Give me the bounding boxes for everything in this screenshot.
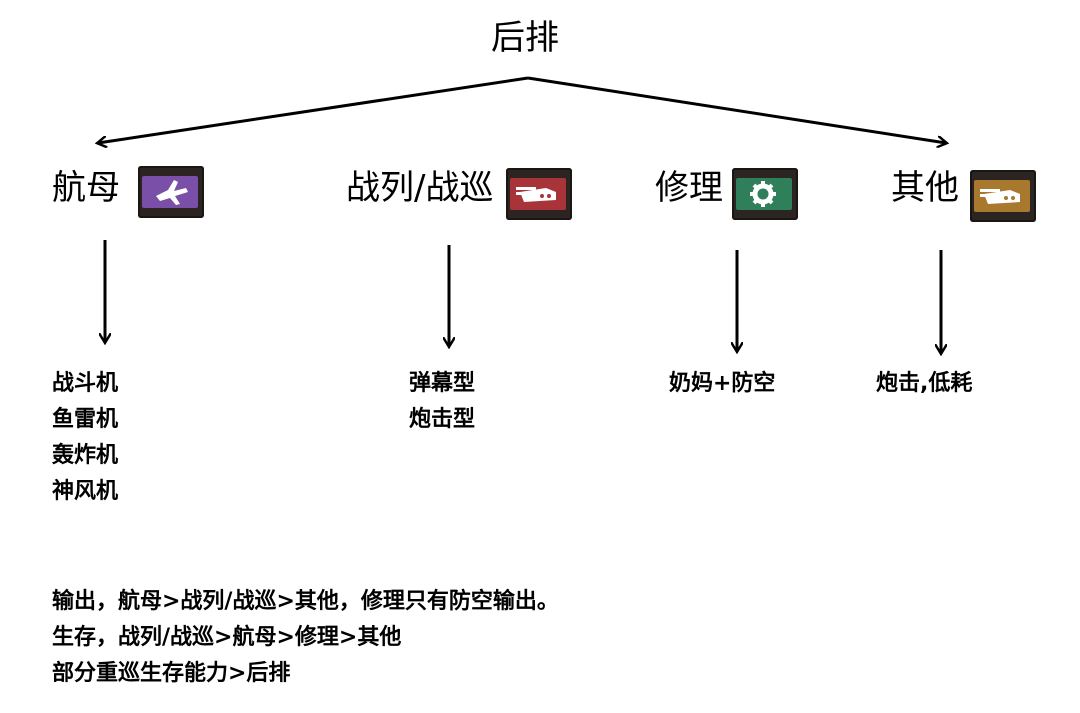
turret-icon	[980, 189, 1020, 204]
list-item: 神风机	[52, 479, 119, 504]
carrier-items: 战斗机 鱼雷机 轰炸机 神风机	[52, 366, 118, 510]
repair-badge-icon	[732, 168, 798, 220]
list-item: 弹幕型	[409, 371, 476, 396]
note-line: 生存，战列/战巡>航母>修理>其他	[52, 625, 402, 650]
root-title: 后排	[491, 18, 559, 58]
list-item: 奶妈+防空	[669, 371, 776, 396]
list-item: 炮击型	[409, 407, 476, 432]
category-label-carrier: 航母	[52, 168, 120, 208]
note-line: 输出，航母>战列/战巡>其他，修理只有防空输出。	[52, 589, 559, 614]
other-badge-icon	[970, 170, 1036, 222]
list-item: 炮击,低耗	[876, 371, 973, 396]
plane-icon	[156, 180, 188, 205]
notes: 输出，航母>战列/战巡>其他，修理只有防空输出。 生存，战列/战巡>航母>修理>…	[52, 584, 559, 692]
category-label-other: 其他	[891, 168, 959, 208]
repair-items: 奶妈+防空	[669, 366, 775, 402]
category-label-repair: 修理	[655, 168, 723, 208]
list-item: 轰炸机	[52, 443, 119, 468]
battleship-badge-icon	[506, 168, 572, 220]
root-arrow-left	[98, 76, 529, 143]
gear-icon	[750, 181, 776, 207]
root-arrow-right	[527, 76, 946, 143]
other-items: 炮击,低耗	[876, 366, 972, 402]
turret-icon	[516, 187, 556, 202]
list-item: 战斗机	[52, 371, 119, 396]
carrier-badge-icon	[138, 166, 204, 218]
category-label-battleship: 战列/战巡	[346, 168, 494, 208]
list-item: 鱼雷机	[52, 407, 119, 432]
battleship-items: 弹幕型 炮击型	[409, 366, 475, 438]
note-line: 部分重巡生存能力>后排	[52, 661, 291, 686]
